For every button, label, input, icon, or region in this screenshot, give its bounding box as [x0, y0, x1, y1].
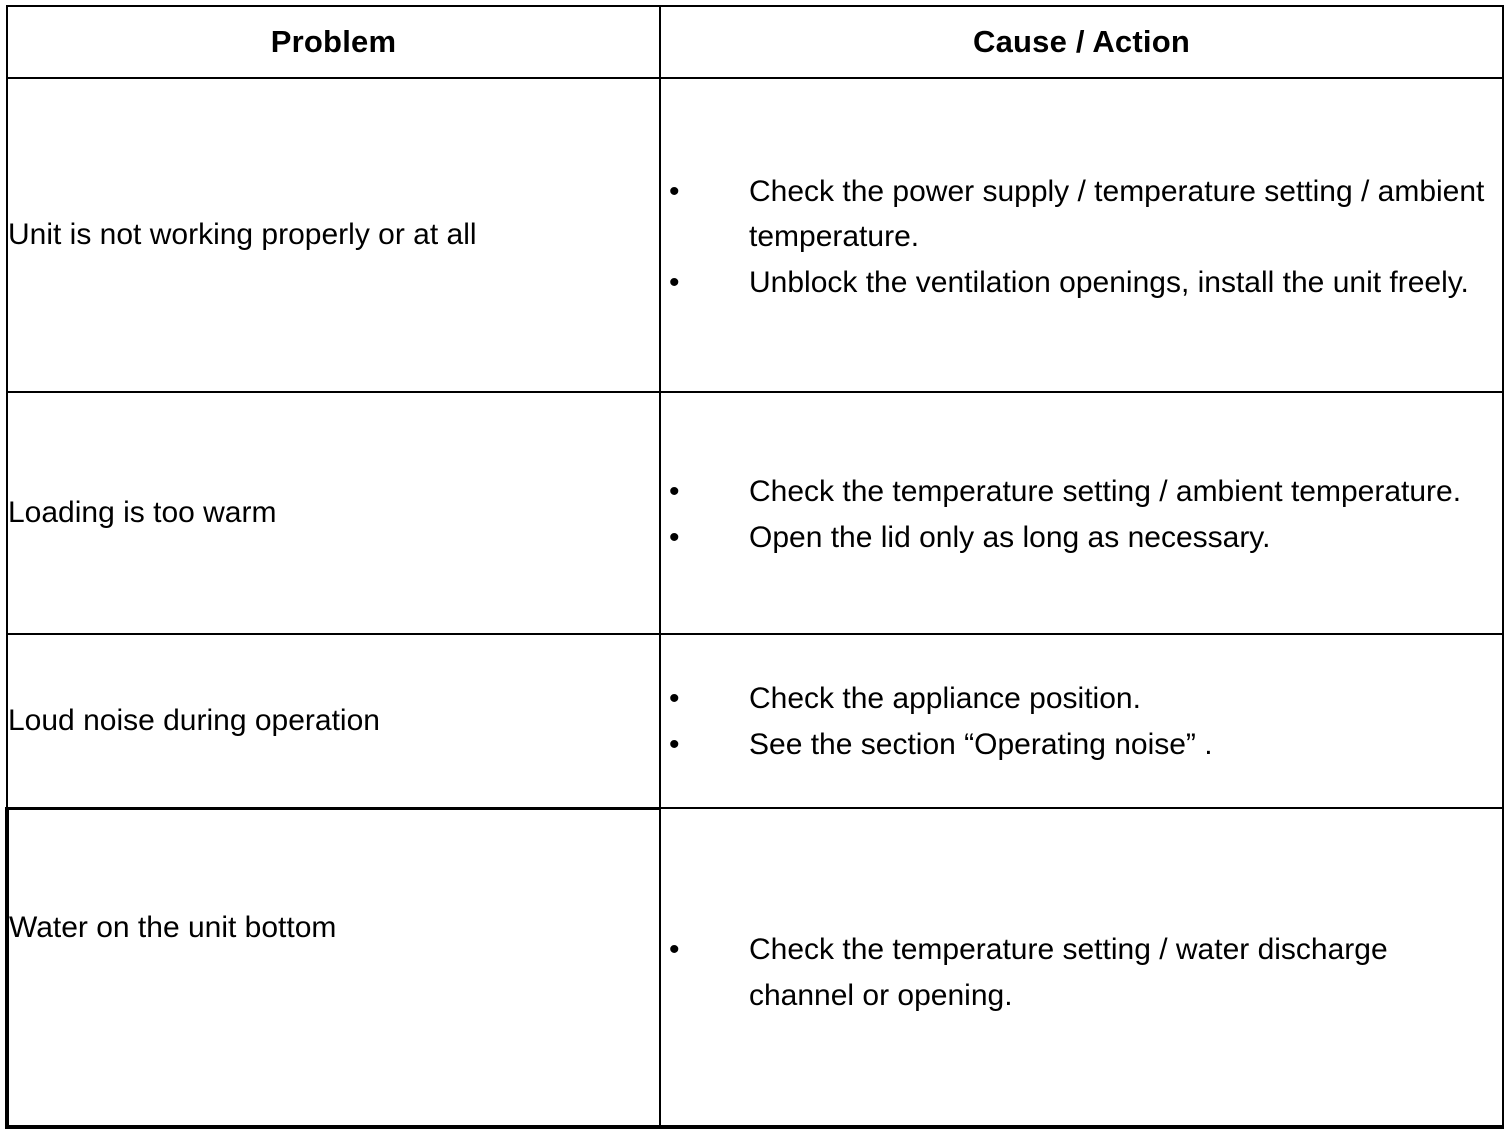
list-item: • Unblock the ventilation openings, inst…	[661, 260, 1502, 306]
cause-action-list: • Check the temperature setting / water …	[661, 927, 1502, 1018]
list-item: • Check the temperature setting / water …	[661, 927, 1502, 1018]
cause-action-list: • Check the temperature setting / ambien…	[661, 469, 1502, 560]
problem-text: Water on the unit bottom	[9, 910, 337, 944]
bullet-icon: •	[669, 728, 680, 761]
cause-action-cell: • Check the temperature setting / ambien…	[659, 391, 1504, 635]
problem-text: Unit is not working properly or at all	[8, 218, 477, 252]
problem-cell: Loud noise during operation	[6, 633, 661, 809]
problem-cell: Water on the unit bottom	[5, 806, 661, 1129]
bullet-icon: •	[669, 475, 680, 509]
bullet-icon: •	[669, 265, 680, 299]
list-item-text: Check the temperature setting / water di…	[749, 933, 1388, 1012]
problem-text: Loud noise during operation	[8, 704, 380, 737]
problem-cell: Loading is too warm	[6, 391, 661, 635]
table-header-row: Problem Cause / Action	[6, 5, 1504, 79]
cause-action-cell: • Check the power supply / temperature s…	[659, 77, 1504, 393]
bullet-icon: •	[669, 933, 680, 967]
column-header-cause-action-label: Cause / Action	[973, 23, 1190, 59]
cause-action-cell: • Check the temperature setting / water …	[659, 807, 1504, 1129]
list-item-text: Unblock the ventilation openings, instal…	[749, 265, 1469, 299]
cause-action-list: • Check the appliance position. • See th…	[661, 676, 1502, 767]
bullet-icon: •	[669, 174, 680, 208]
table-row: Water on the unit bottom • Check the tem…	[5, 806, 1504, 1129]
troubleshooting-table: Problem Cause / Action Unit is not worki…	[5, 5, 1504, 1129]
list-item-text: See the section “Operating noise” .	[749, 728, 1213, 761]
bullet-icon: •	[669, 682, 680, 716]
cause-action-cell: • Check the appliance position. • See th…	[659, 633, 1504, 809]
list-item-text: Open the lid only as long as necessary.	[749, 521, 1271, 554]
list-item: • See the section “Operating noise” .	[661, 722, 1502, 768]
table-row: Unit is not working properly or at all •…	[6, 77, 1504, 393]
problem-text: Loading is too warm	[8, 496, 277, 530]
list-item: • Check the temperature setting / ambien…	[661, 469, 1502, 515]
list-item: • Check the appliance position.	[661, 676, 1502, 722]
list-item-text: Check the temperature setting / ambient …	[749, 475, 1462, 509]
problem-cell: Unit is not working properly or at all	[6, 77, 661, 393]
column-header-problem: Problem	[6, 5, 661, 79]
troubleshooting-page: Problem Cause / Action Unit is not worki…	[5, 5, 1504, 1129]
table-row: Loud noise during operation • Check the …	[6, 633, 1504, 809]
bullet-icon: •	[669, 521, 680, 554]
column-header-problem-label: Problem	[270, 23, 397, 59]
table-row: Loading is too warm • Check the temperat…	[6, 391, 1504, 635]
list-item-text: Check the power supply / temperature set…	[749, 174, 1485, 254]
cause-action-list: • Check the power supply / temperature s…	[661, 169, 1502, 306]
list-item: • Check the power supply / temperature s…	[661, 169, 1502, 260]
column-header-cause-action: Cause / Action	[659, 5, 1504, 79]
list-item: • Open the lid only as long as necessary…	[661, 515, 1502, 561]
list-item-text: Check the appliance position.	[749, 682, 1141, 716]
